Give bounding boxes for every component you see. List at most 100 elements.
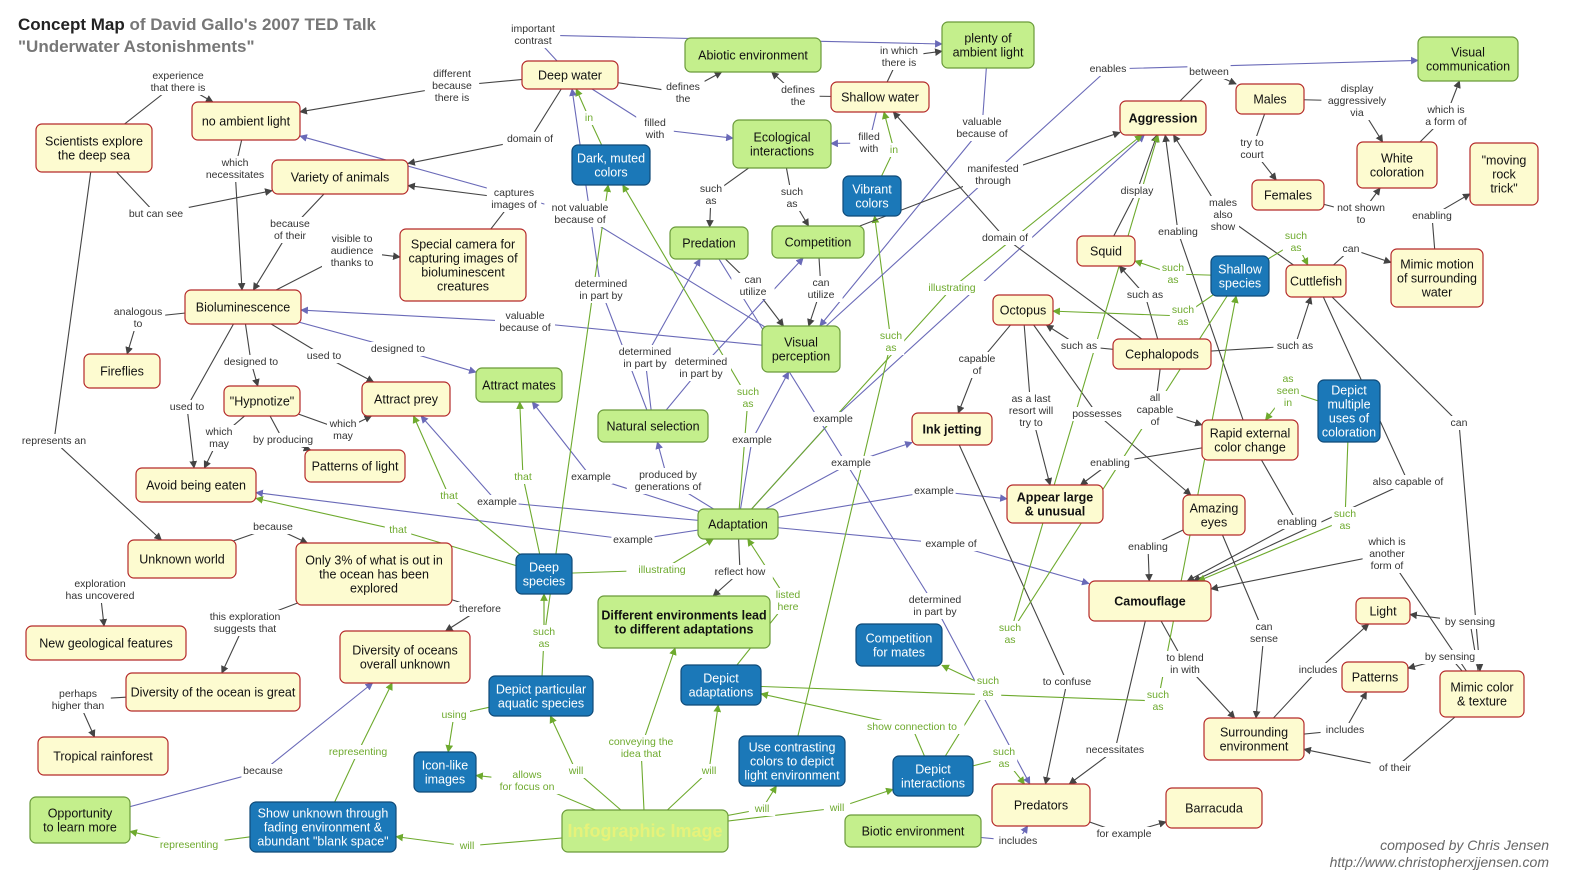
node-appear-large[interactable]: Appear large& unusual (1006, 484, 1104, 524)
link-label: includes (993, 834, 1043, 848)
node-shallow-water[interactable]: Shallow water (830, 81, 930, 113)
node-ink-jetting[interactable]: Ink jetting (911, 412, 993, 446)
link-label-text: determined (675, 356, 728, 368)
node-unknown-world[interactable]: Unknown world (127, 539, 237, 579)
node-cephalopods[interactable]: Cephalopods (1112, 338, 1212, 370)
link-label-bg (1069, 407, 1125, 421)
link-label: designed to (218, 355, 284, 369)
link-label-bg (1340, 242, 1362, 256)
link-line (516, 401, 545, 575)
node-natural-sel[interactable]: Natural selection (597, 409, 709, 443)
link-label-text: as (982, 687, 993, 699)
link-label-text: of their (1379, 762, 1412, 774)
link-label: such as (1057, 339, 1101, 353)
node-box (991, 783, 1091, 827)
link-label-text: allows (512, 769, 541, 781)
node-no-ambient[interactable]: no ambient light (191, 101, 301, 141)
node-barracuda[interactable]: Barracuda (1165, 787, 1263, 829)
node-cuttlefish[interactable]: Cuttlefish (1285, 264, 1347, 298)
node-tropical[interactable]: Tropical rainforest (37, 736, 169, 776)
node-hypnotize[interactable]: "Hypnotize" (223, 385, 301, 417)
link-label-text: in with (1170, 664, 1200, 676)
node-infographic[interactable]: Infographic Image (561, 809, 729, 853)
node-patterns[interactable]: Patterns (1341, 661, 1409, 693)
node-new-geo[interactable]: New geological features (25, 625, 187, 661)
link-label-bg (1331, 507, 1359, 533)
node-label: species (523, 575, 565, 589)
node-label: Depict (915, 763, 951, 777)
node-label: Barracuda (1185, 802, 1243, 816)
node-label: Infographic Image (567, 821, 722, 841)
node-variety[interactable]: Variety of animals (271, 159, 409, 195)
node-avoid-eaten[interactable]: Avoid being eaten (135, 467, 257, 503)
node-biolum[interactable]: Bioluminescence (184, 289, 302, 325)
node-diversity-great[interactable]: Diversity of the ocean is great (125, 672, 301, 712)
node-octopus[interactable]: Octopus (992, 294, 1054, 326)
link-label-text: as (1004, 634, 1015, 646)
node-females[interactable]: Females (1251, 179, 1325, 211)
node-label: Competition (866, 632, 933, 646)
node-mimic-color[interactable]: Mimic color& texture (1439, 670, 1525, 718)
node-competition[interactable]: Competition (771, 225, 865, 259)
node-light[interactable]: Light (1355, 597, 1411, 625)
node-squid[interactable]: Squid (1076, 235, 1136, 267)
node-aggression[interactable]: Aggression (1119, 100, 1207, 136)
node-label: Attract prey (374, 393, 439, 407)
node-abiotic[interactable]: Abiotic environment (684, 37, 822, 73)
node-box (1317, 379, 1381, 443)
link-label: in (886, 143, 902, 157)
node-adaptation[interactable]: Adaptation (697, 508, 779, 540)
node-patterns-light[interactable]: Patterns of light (304, 449, 406, 483)
node-attract-mates[interactable]: Attract mates (475, 367, 563, 403)
node-camouflage[interactable]: Camouflage (1088, 580, 1212, 622)
node-predators[interactable]: Predators (991, 783, 1091, 827)
node-deep-water[interactable]: Deep water (521, 60, 619, 90)
credit-url[interactable]: http://www.christopherxjjensen.com (1329, 854, 1549, 870)
link-label-bg (1418, 103, 1474, 129)
node-biotic[interactable]: Biotic environment (844, 814, 982, 848)
link-label-text: may (209, 438, 230, 450)
node-males[interactable]: Males (1235, 83, 1305, 115)
node-box (515, 553, 573, 595)
node-attract-prey[interactable]: Attract prey (361, 381, 451, 417)
node-fireflies[interactable]: Fireflies (83, 353, 161, 389)
node-label: Tropical rainforest (53, 750, 153, 764)
node-predation[interactable]: Predation (669, 226, 749, 260)
link-label-bg (1293, 663, 1343, 677)
link-label-text: may (333, 430, 354, 442)
link-label-text: such (781, 186, 803, 198)
link-label-text: example (732, 434, 772, 446)
